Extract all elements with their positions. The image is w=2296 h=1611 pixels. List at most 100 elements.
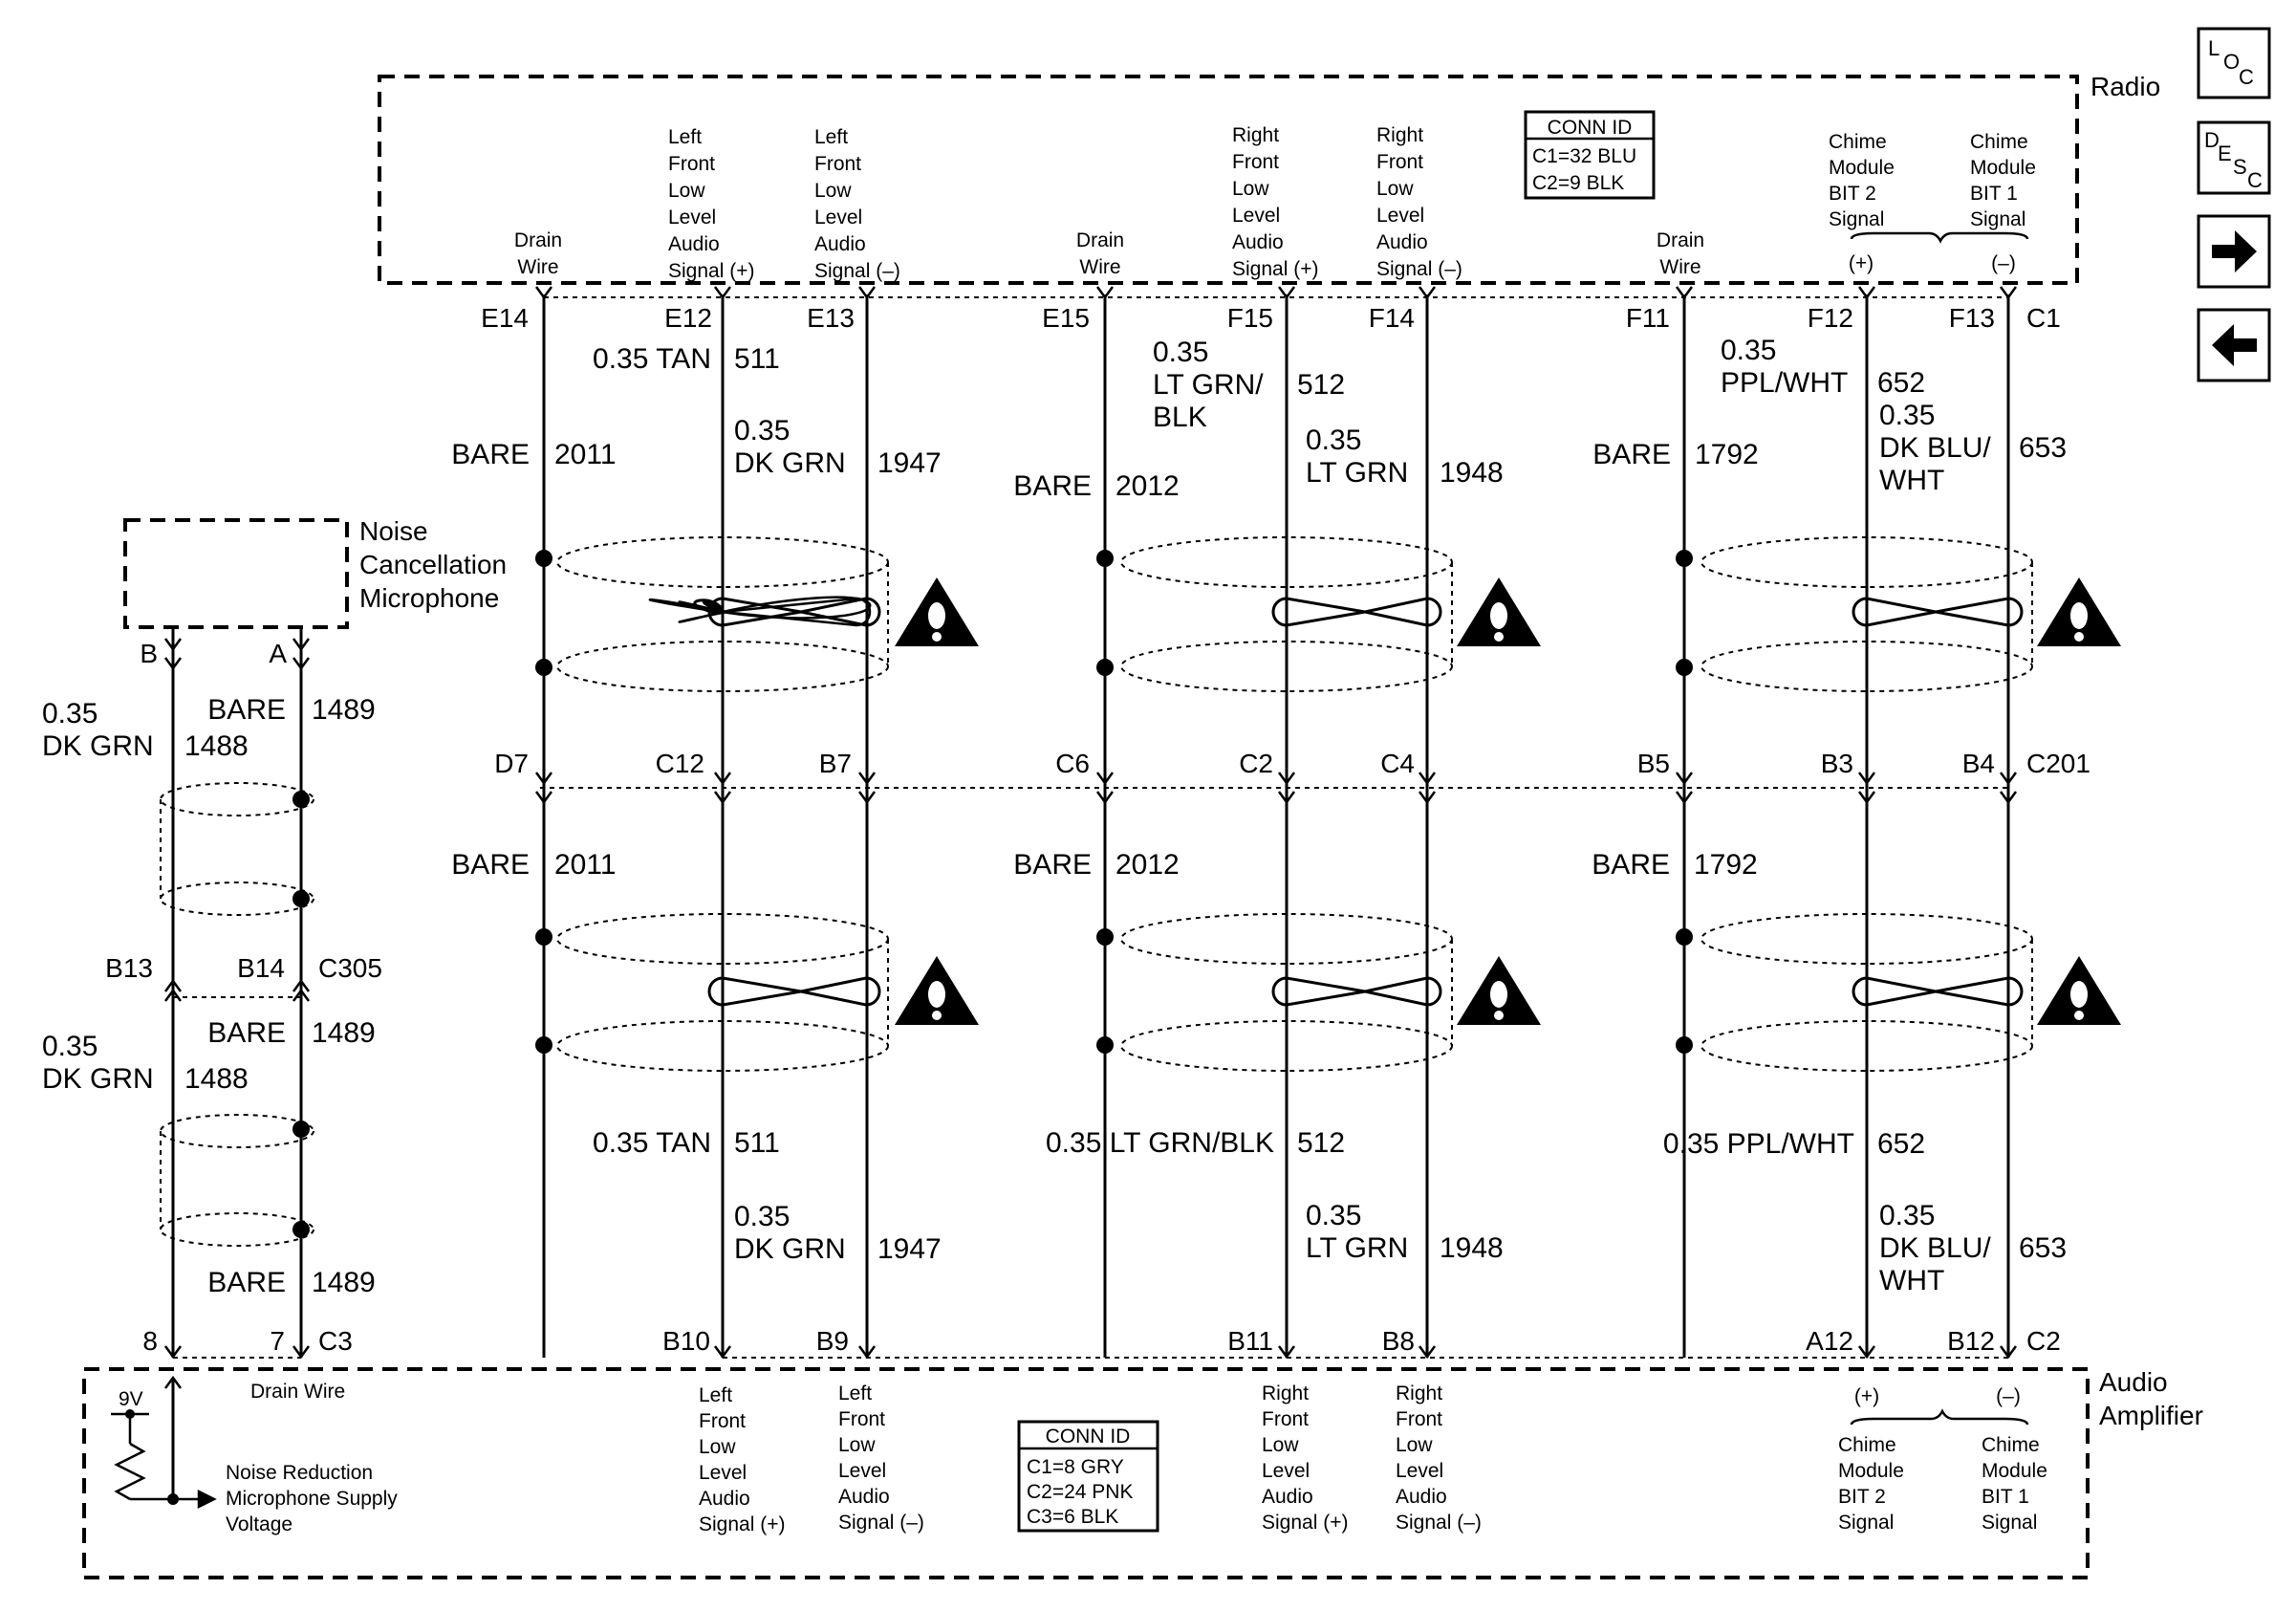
svg-text:Level: Level	[699, 1462, 747, 1484]
pin-label: C1	[2026, 303, 2061, 333]
svg-text:S: S	[2233, 155, 2247, 179]
svg-text:Wire: Wire	[517, 256, 558, 278]
svg-text:Right: Right	[1262, 1382, 1309, 1404]
twisted-pair-right-upper	[1676, 536, 2033, 692]
wire-circuit: 2011	[554, 849, 617, 881]
wire-color: WHT	[1879, 1265, 1944, 1296]
wire-color: 0.35	[1721, 335, 1776, 366]
svg-text:Front: Front	[1396, 1408, 1442, 1430]
twisted-pair-left-lower	[535, 913, 889, 1072]
previous-arrow-button[interactable]	[2197, 308, 2271, 382]
desc-button[interactable]: D E S C	[2197, 120, 2271, 195]
wire-circuit: 1792	[1695, 439, 1759, 470]
pin-label: B10	[662, 1326, 710, 1356]
next-arrow-button[interactable]	[2197, 214, 2271, 289]
radio-module-name: Radio	[2090, 72, 2160, 101]
radio-conn-id-title: CONN ID	[1548, 117, 1633, 139]
svg-text:(+): (+)	[1854, 1385, 1879, 1407]
amp-conn-c3: C3=6 BLK	[1027, 1506, 1118, 1528]
svg-text:BIT 1: BIT 1	[1970, 183, 2018, 205]
svg-text:Level: Level	[1376, 205, 1424, 227]
wire-color: 0.35	[1306, 1200, 1361, 1231]
svg-text:Signal: Signal	[1838, 1512, 1894, 1534]
warning-icon	[895, 956, 979, 1025]
wire-color: 0.35 TAN	[593, 1127, 711, 1159]
pin-label: D7	[494, 749, 529, 778]
wire-color: DK GRN	[42, 1063, 154, 1095]
wire-circuit: 2012	[1116, 470, 1180, 502]
svg-text:O: O	[2223, 50, 2240, 74]
svg-text:Left: Left	[699, 1384, 732, 1406]
supply-circuit	[111, 1412, 217, 1510]
svg-text:Level: Level	[1232, 205, 1280, 227]
svg-text:(–): (–)	[1991, 252, 2016, 274]
pin-label: B7	[819, 749, 852, 778]
wire-color: 0.35	[1879, 400, 1935, 431]
wire-circuit: 652	[1877, 367, 1925, 399]
pin-label: E12	[664, 303, 712, 333]
svg-text:Left: Left	[668, 126, 702, 148]
svg-text:Wire: Wire	[1079, 256, 1120, 278]
wire-color: DK BLU/	[1879, 432, 1991, 464]
wire-circuit: 1948	[1440, 1232, 1504, 1264]
pin-label: A	[269, 639, 287, 668]
svg-text:Left: Left	[814, 126, 848, 148]
radio-conn-c1: C1=32 BLU	[1532, 145, 1636, 167]
wire-color: DK GRN	[734, 1233, 846, 1265]
svg-text:Signal (+): Signal (+)	[1232, 258, 1318, 280]
svg-text:Chime: Chime	[1970, 131, 2028, 153]
svg-text:Level: Level	[838, 1460, 886, 1482]
svg-text:Wire: Wire	[1659, 256, 1700, 278]
svg-text:Microphone Supply: Microphone Supply	[226, 1488, 398, 1510]
svg-text:D: D	[2204, 128, 2220, 152]
wire-circuit: 652	[1877, 1128, 1925, 1160]
wire-circuit: 1488	[184, 730, 249, 762]
pin-label: C6	[1055, 749, 1090, 778]
svg-text:Signal (–): Signal (–)	[1376, 258, 1462, 280]
svg-text:Low: Low	[668, 180, 705, 202]
svg-text:Right: Right	[1376, 124, 1423, 146]
wire-color: BARE	[1013, 849, 1092, 881]
svg-text:C: C	[2239, 65, 2254, 89]
svg-text:Low: Low	[699, 1436, 736, 1458]
wire-circuit: 653	[2019, 432, 2067, 464]
loc-button[interactable]: L O C	[2197, 27, 2271, 99]
wire-circuit: 512	[1297, 1127, 1345, 1159]
wire-color: 0.35	[1879, 1200, 1935, 1231]
svg-text:Front: Front	[814, 153, 861, 175]
twisted-pair-center-lower	[1096, 913, 1453, 1072]
pin-label: E14	[481, 303, 529, 333]
svg-text:Audio: Audio	[1232, 231, 1284, 253]
wire-circuit: 1489	[312, 694, 376, 726]
warning-icon	[2037, 956, 2121, 1025]
svg-text:Chime: Chime	[1838, 1434, 1896, 1456]
wire-circuit: 511	[734, 343, 780, 375]
svg-text:Left: Left	[838, 1382, 872, 1404]
pin-label: F12	[1808, 303, 1853, 333]
pin-label: F15	[1227, 303, 1273, 333]
svg-text:Front: Front	[1376, 151, 1423, 173]
microphone-wiring	[160, 627, 314, 1499]
pin-label: B	[140, 639, 158, 668]
svg-text:Audio: Audio	[1376, 231, 1428, 253]
warning-icon	[1457, 577, 1541, 646]
svg-text:Low: Low	[1262, 1434, 1299, 1456]
chime-brace-top	[1850, 231, 2029, 244]
svg-text:E: E	[2218, 142, 2232, 165]
svg-text:L: L	[2208, 36, 2220, 60]
wire-color: LT GRN/	[1153, 369, 1264, 401]
pin-label: E13	[807, 303, 855, 333]
svg-text:Noise Reduction: Noise Reduction	[226, 1462, 373, 1484]
radio-pin-labels: E14 E12 E13 E15 F15 F14 F11 F12 F13 C1	[481, 303, 2061, 333]
svg-text:Level: Level	[814, 207, 862, 229]
svg-text:Level: Level	[668, 207, 716, 229]
amp-conn-id-box	[1017, 1420, 1159, 1533]
svg-text:Signal: Signal	[1982, 1512, 2037, 1534]
svg-text:Audio: Audio	[838, 1486, 890, 1508]
svg-text:Audio: Audio	[668, 233, 720, 255]
microphone-name-1: Noise	[359, 516, 428, 546]
svg-text:BIT 2: BIT 2	[1838, 1486, 1886, 1508]
pin-label: 7	[270, 1326, 285, 1356]
svg-text:Low: Low	[1232, 178, 1269, 200]
svg-text:Module: Module	[1829, 157, 1895, 179]
